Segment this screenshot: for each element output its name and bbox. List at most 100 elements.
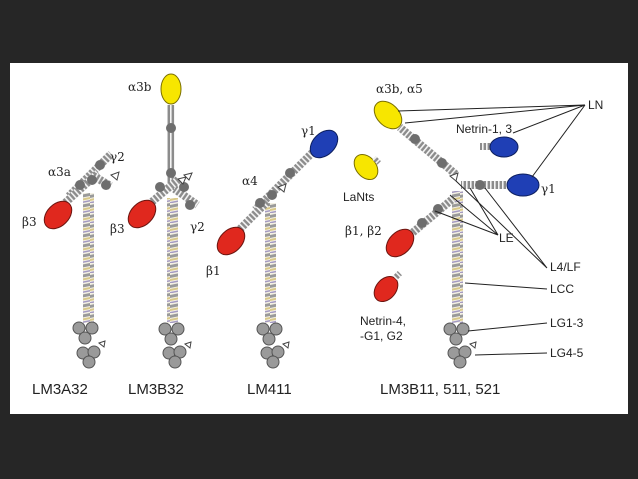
lg-domain (449, 332, 463, 346)
lg-wedge (468, 341, 477, 349)
lg-domain (78, 331, 92, 345)
node-domain (285, 168, 295, 178)
lg-wedge (97, 340, 106, 348)
netrin13-stub (480, 143, 492, 150)
gamma-chain-label: γ1 (301, 124, 316, 138)
lg-domain (453, 355, 467, 369)
beta-chain-label: β1, β2 (345, 224, 382, 238)
alpha-arm-rod (167, 105, 175, 190)
lg-domain (456, 322, 470, 336)
lg-domain (85, 321, 99, 335)
legend-lcc: LCC (550, 282, 574, 296)
ln-domain-beta (385, 228, 415, 258)
alpha-arm-rod (397, 124, 459, 178)
netrin13-fragment: Netrin-1, 3 (456, 122, 519, 158)
netrin4-label-line2: -G1, G2 (360, 329, 403, 343)
l4-wedge (177, 176, 187, 185)
ln-domain-alpha (373, 100, 403, 130)
l4-wedge (277, 183, 287, 193)
lg-wedge (183, 341, 192, 349)
gamma-chain-label: γ2 (110, 150, 125, 164)
alpha-chain-label: α3b (128, 80, 152, 94)
node-domain (155, 182, 165, 192)
node-domain (410, 134, 420, 144)
gamma-chain-label: γ1 (541, 182, 556, 196)
gamma-chain-label: γ2 (190, 220, 205, 234)
diagram-panel: α3a γ2 β3 LM3A32 α3b β3 γ2 LM3B32 (10, 63, 628, 414)
legend-le: LE (499, 231, 514, 245)
lg13-leader (467, 322, 548, 332)
node-domain (437, 158, 447, 168)
lants-ln-domain (353, 153, 379, 181)
beta-chain-label: β1 (206, 264, 221, 278)
lg-domain (262, 332, 276, 346)
lg-domain (164, 332, 178, 346)
beta-arm-rod (236, 199, 270, 233)
node-domain (417, 218, 427, 228)
molecule-caption: LM3B32 (128, 381, 184, 398)
gamma-arm-rod (461, 181, 511, 189)
l4-wedge (110, 171, 120, 181)
ln-domain-beta (127, 199, 157, 229)
ln-domain-alpha (160, 73, 182, 105)
node-domain (179, 182, 189, 192)
node-domain (255, 198, 265, 208)
lg45-leader (474, 352, 548, 356)
node-domain (101, 180, 111, 190)
netrin4-ln-domain (373, 275, 399, 303)
molecule-caption: LM3A32 (32, 381, 88, 398)
node-domain (75, 180, 85, 190)
molecule-lm3b32: α3b β3 γ2 LM3B32 (110, 73, 205, 398)
lg-domain (269, 322, 283, 336)
legend-leaders (397, 104, 586, 356)
laminin-diagram: α3a γ2 β3 LM3A32 α3b β3 γ2 LM3B32 (22, 73, 603, 398)
alpha-chain-label: α3a (48, 165, 71, 179)
l4lf-leader (455, 180, 548, 269)
node-domain (267, 190, 277, 200)
netrin4-stub (392, 271, 402, 281)
molecule-caption: LM3B11, 511, 521 (380, 381, 500, 398)
lants-label: LaNts (343, 190, 374, 204)
lg-wedge (281, 341, 290, 349)
legend-ln: LN (588, 98, 603, 112)
ln-domain-gamma (506, 173, 540, 197)
lg-domain (266, 355, 280, 369)
node-domain (95, 160, 105, 170)
netrin13-ln-domain (489, 136, 519, 158)
ln-domain-gamma (309, 129, 339, 159)
lg-domain (443, 322, 457, 336)
node-domain (87, 175, 97, 185)
coiled-coil-stalk (83, 193, 94, 323)
lg-domain (82, 355, 96, 369)
coiled-coil-stalk (265, 203, 276, 323)
molecule-lm3a32: α3a γ2 β3 LM3A32 (22, 150, 125, 398)
lg-domain (168, 355, 182, 369)
beta-arm-rod (404, 195, 456, 241)
coiled-coil-stalk (167, 198, 178, 323)
ln-domain-beta (43, 200, 73, 230)
node-domain (166, 123, 176, 133)
l4-wedge (449, 172, 459, 182)
beta-chain-label: β3 (110, 222, 125, 236)
legend-l4lf: L4/LF (550, 260, 581, 274)
l4-wedge (183, 172, 193, 181)
node-domain (185, 200, 195, 210)
lants-fragment: LaNts (343, 153, 381, 204)
lants-stub (372, 156, 381, 165)
molecule-caption: LM411 (247, 381, 292, 398)
legend-lg13: LG1-3 (550, 316, 584, 330)
lcc-leader (464, 282, 548, 290)
netrin13-label: Netrin-1, 3 (456, 122, 512, 136)
lg-domain (158, 322, 172, 336)
beta-chain-label: β3 (22, 215, 37, 229)
lg-domain (171, 322, 185, 336)
molecule-lm3b11: α3b, α5 γ1 β1, β2 LM3B11, 511, 521 (345, 82, 556, 398)
ln-leader (397, 104, 586, 178)
lg-domain (256, 322, 270, 336)
alpha-chain-label: α3b, α5 (376, 82, 423, 96)
node-domain (475, 180, 485, 190)
netrin4-label: Netrin-4, (360, 314, 406, 328)
node-domain (166, 168, 176, 178)
molecule-lm411: α4 γ1 β1 LM411 (206, 124, 339, 398)
le-leader (434, 187, 499, 236)
